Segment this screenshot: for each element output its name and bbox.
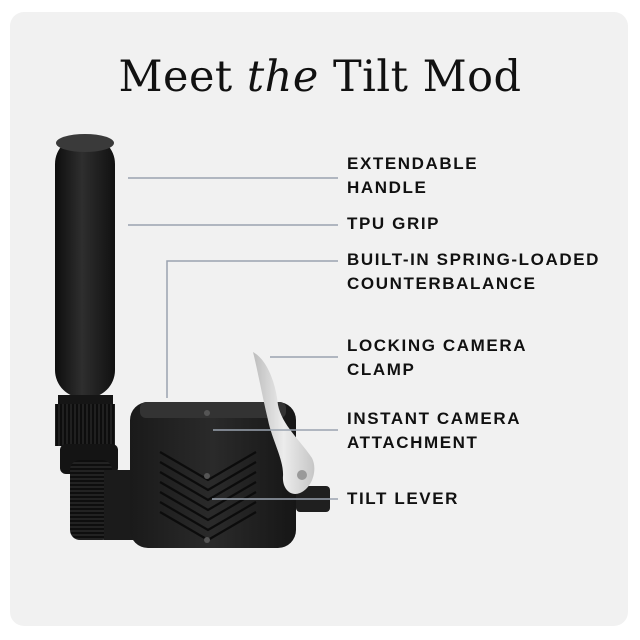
locking-clamp xyxy=(253,352,315,494)
callout-tpu-grip: TPU GRIP xyxy=(347,214,441,233)
handle xyxy=(55,134,115,407)
title-part-product: Tilt Mod xyxy=(332,52,522,102)
title-part-meet: Meet xyxy=(118,52,233,102)
callout-extendable-handle: EXTENDABLE HANDLE xyxy=(347,154,479,197)
callout-camera-attachment: INSTANT CAMERA ATTACHMENT xyxy=(347,409,522,452)
leader-lines xyxy=(128,177,338,500)
callout-camera-clamp: LOCKING CAMERA CLAMP xyxy=(347,336,528,379)
page-title: Meet the Tilt Mod xyxy=(0,52,640,102)
title-part-the: the xyxy=(246,52,319,102)
callout-tilt-lever: TILT LEVER xyxy=(347,489,460,508)
camera-mount-body xyxy=(130,402,296,548)
side-knob xyxy=(70,460,138,540)
callout-counterbalance: BUILT-IN SPRING-LOADED COUNTERBALANCE xyxy=(347,250,601,293)
